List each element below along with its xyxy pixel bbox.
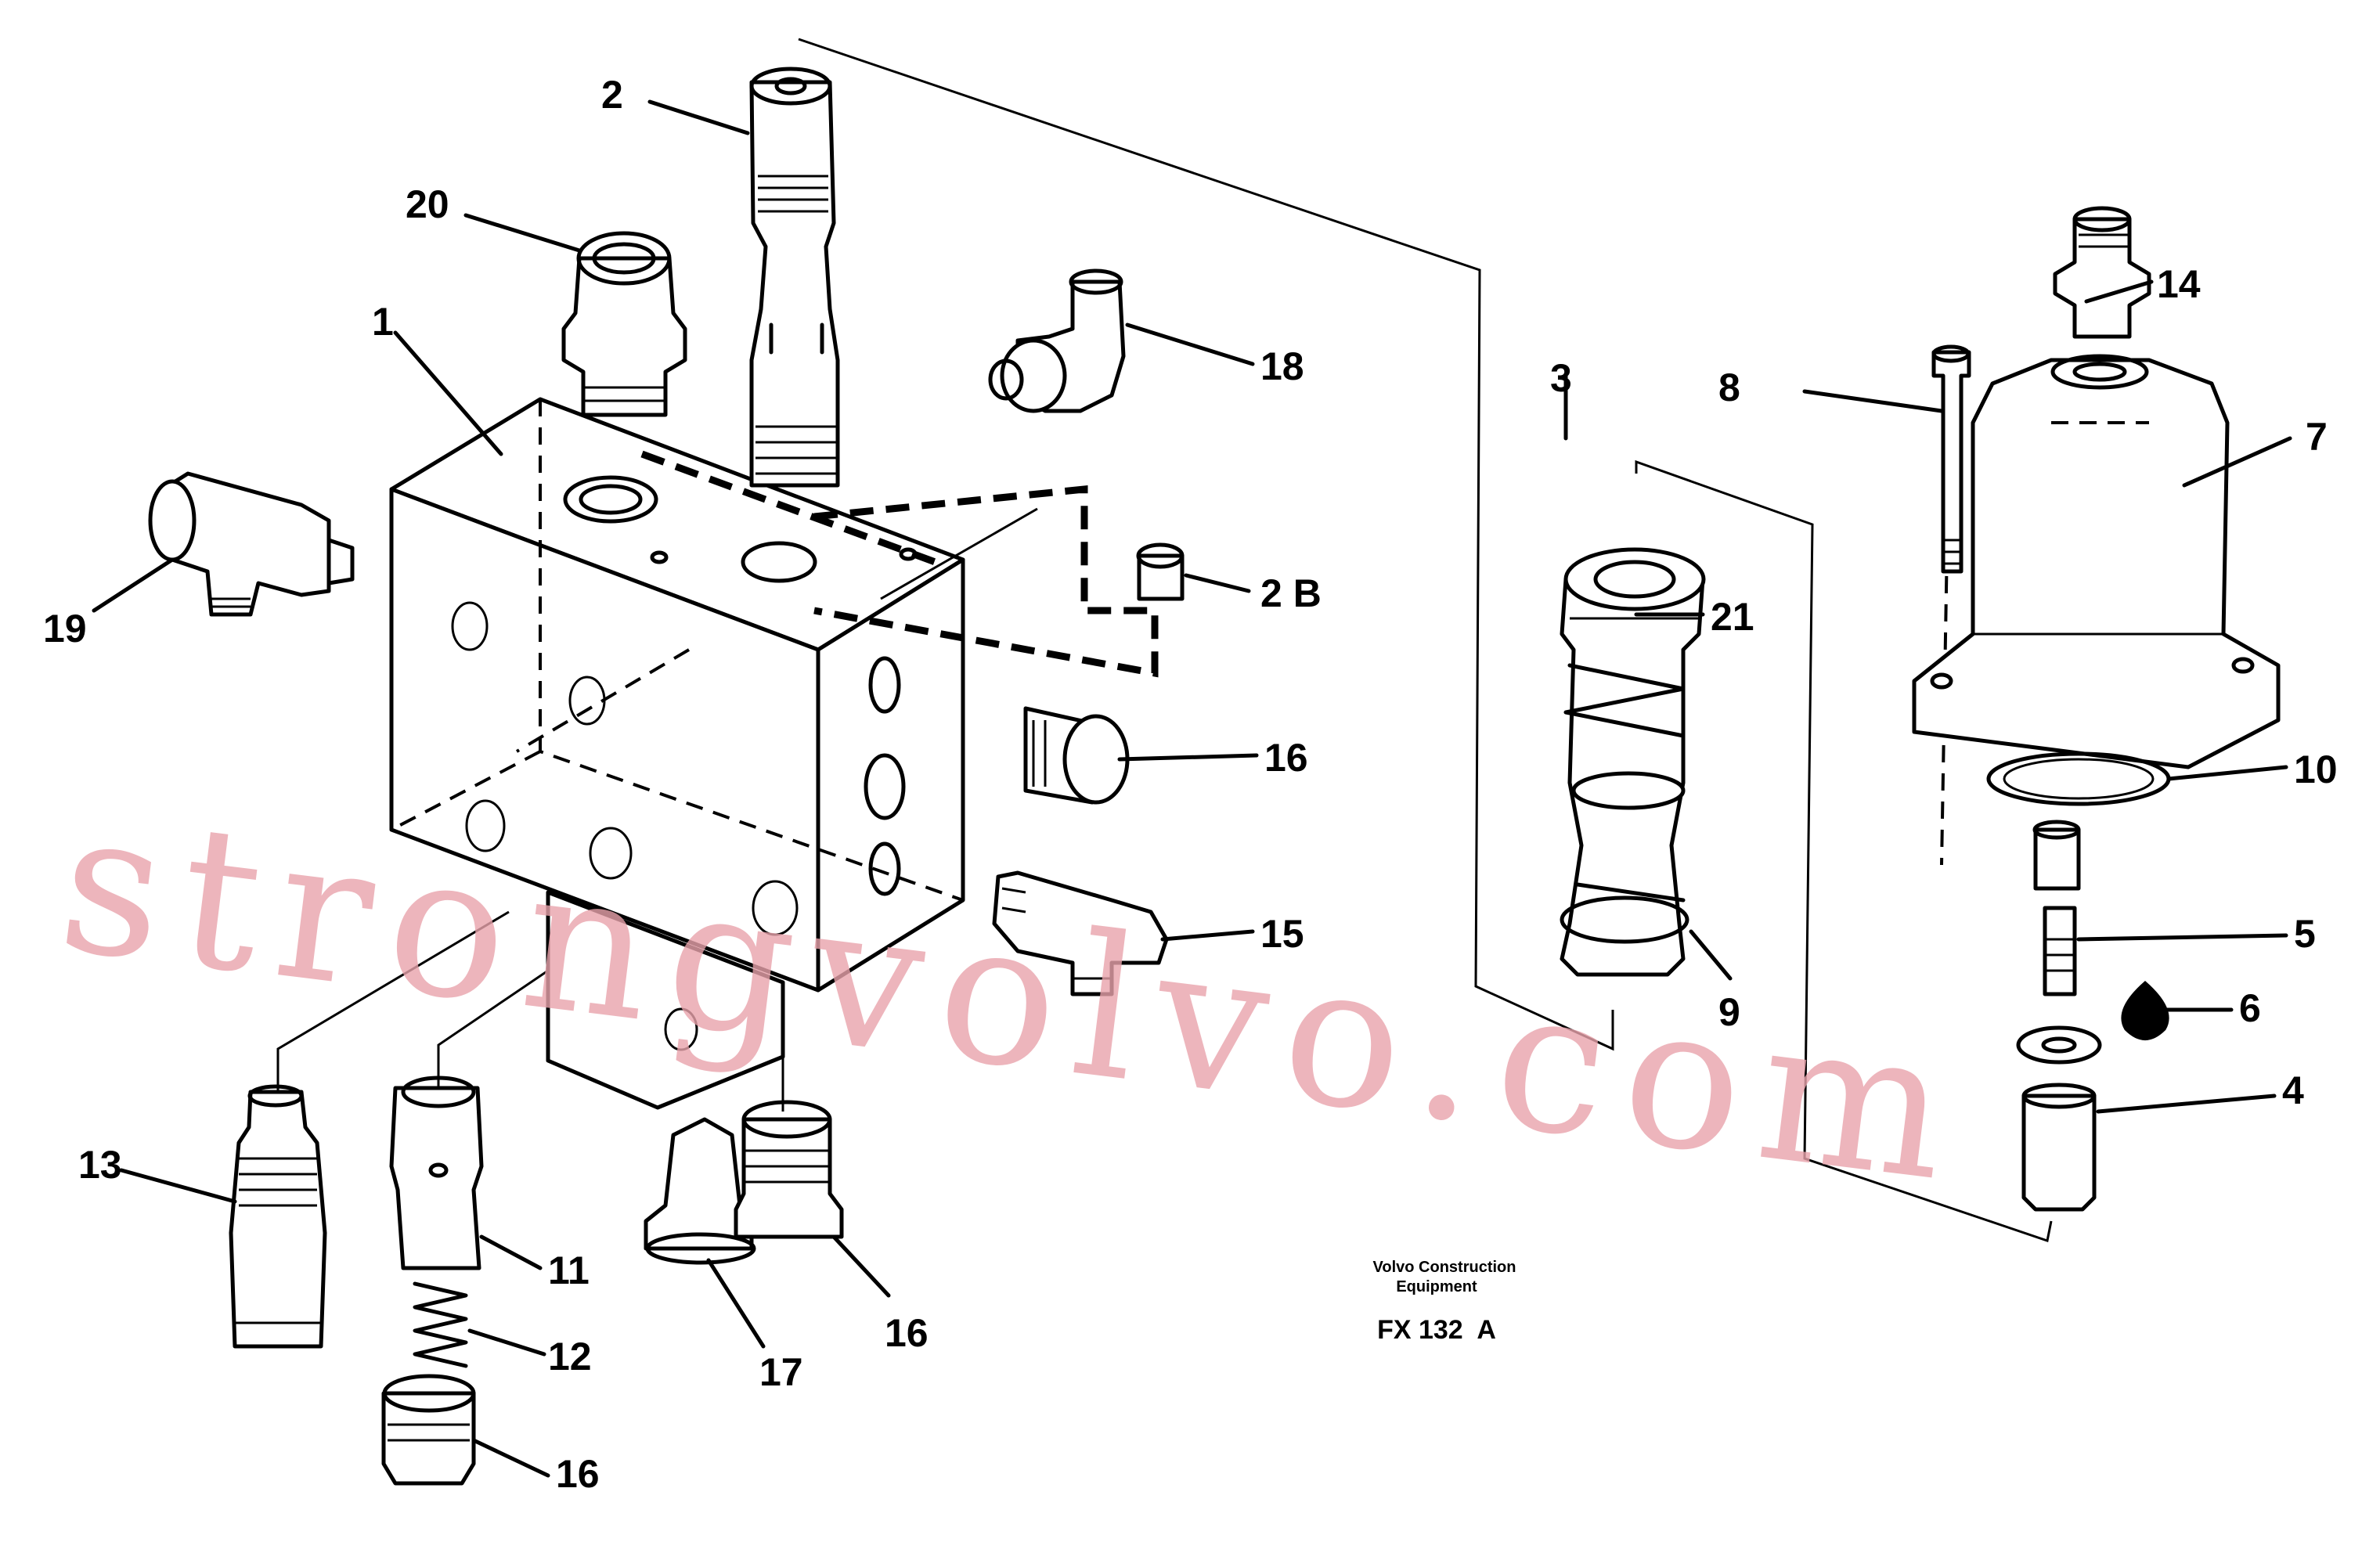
part-10-oring	[1986, 751, 2171, 806]
part-11-spool	[389, 1076, 484, 1270]
callout-16-c: 16	[556, 1452, 600, 1496]
callout-3: 3	[1550, 356, 1572, 400]
part-16-plug-b	[734, 1100, 844, 1239]
callout-12: 12	[548, 1335, 592, 1378]
callout-21: 21	[1711, 595, 1754, 639]
part-13-cartridge	[229, 1084, 327, 1349]
part-7-housing	[1912, 354, 2281, 769]
callout-7: 7	[2306, 415, 2328, 459]
part-2-cartridge	[749, 67, 840, 488]
part-18-elbow	[988, 268, 1126, 413]
callout-6: 6	[2239, 986, 2261, 1030]
part-19-elbow	[148, 471, 355, 617]
callout-2b: 2 B	[1260, 571, 1322, 615]
callout-20: 20	[406, 182, 449, 226]
callout-10: 10	[2294, 748, 2338, 791]
valve-block	[389, 397, 965, 1110]
callout-16-a: 16	[1264, 736, 1308, 780]
part-15-fitting	[992, 870, 1169, 996]
part-6-drop-icon	[2121, 981, 2169, 1040]
part-3-spool	[1560, 547, 1706, 977]
callout-5: 5	[2294, 912, 2316, 956]
callout-2: 2	[601, 73, 623, 117]
callout-17: 17	[759, 1350, 803, 1394]
callout-8: 8	[1718, 366, 1740, 409]
part-16-plug-a	[1023, 706, 1130, 805]
part-5-piston	[2032, 820, 2081, 996]
callout-16-b: 16	[885, 1311, 929, 1355]
part-2b-plug	[1136, 542, 1185, 601]
callout-19: 19	[43, 607, 87, 650]
caption-line-1: Volvo Construction	[1373, 1259, 1516, 1276]
callout-15: 15	[1260, 912, 1304, 956]
callout-11: 11	[548, 1249, 590, 1292]
caption-code: FX 132 A	[1377, 1315, 1496, 1345]
callout-9: 9	[1718, 990, 1740, 1034]
callout-1: 1	[372, 300, 394, 344]
callout-leaders	[92, 99, 2292, 1478]
callout-13: 13	[78, 1143, 122, 1187]
callout-14: 14	[2157, 262, 2201, 306]
part-17-plug	[644, 1117, 756, 1265]
part-8-bolt	[1931, 344, 1971, 574]
callout-18: 18	[1260, 344, 1304, 388]
leader-lines	[276, 38, 2053, 1242]
part-4-sleeve	[2016, 1025, 2102, 1212]
part-12-spring	[413, 1281, 468, 1368]
watermark-text: strongvolvo.com	[49, 767, 1978, 1227]
part-16-plug-c	[381, 1374, 476, 1486]
part-14-fitting	[2053, 206, 2151, 339]
caption-line-2: Equipment	[1396, 1278, 1477, 1295]
part-20-fitting	[561, 231, 687, 417]
callout-4: 4	[2282, 1068, 2304, 1112]
